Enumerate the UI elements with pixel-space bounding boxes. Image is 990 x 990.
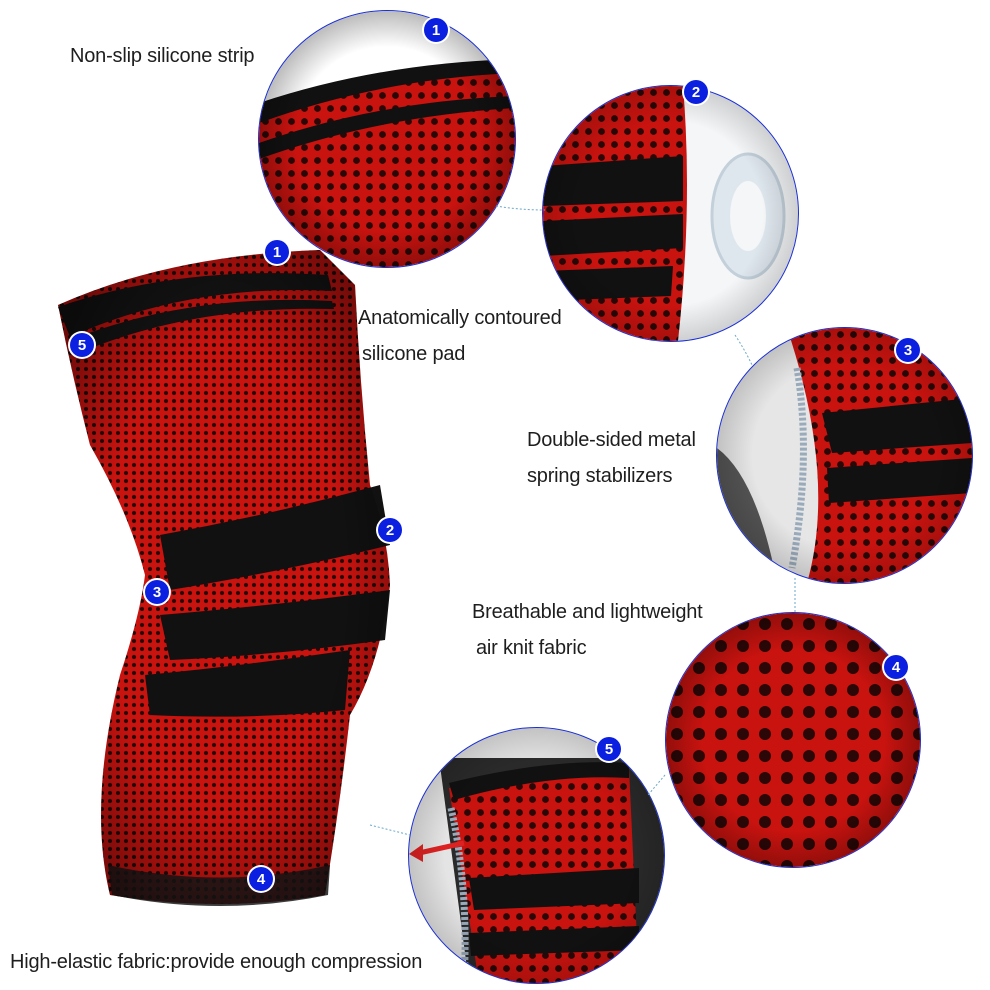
badge-3-sleeve: 3 (145, 580, 169, 604)
label-elastic-fabric: High-elastic fabric:provide enough compr… (10, 951, 423, 973)
label-silicone-pad-line1: Anatomically contoured (358, 307, 562, 329)
label-spring-line1: Double-sided metal (527, 429, 696, 451)
label-spring-line2: spring stabilizers (527, 465, 673, 487)
badge-5-detail: 5 (597, 737, 621, 761)
badge-1-detail: 1 (424, 18, 448, 42)
label-silicone-pad-line2: silicone pad (362, 343, 466, 365)
detail-circle-silicone-strip (258, 10, 516, 268)
badge-1-sleeve: 1 (265, 240, 289, 264)
badge-4-detail: 4 (884, 655, 908, 679)
badge-2-detail: 2 (684, 80, 708, 104)
label-breathable-line1: Breathable and lightweight (472, 601, 703, 623)
badge-4-sleeve: 4 (249, 867, 273, 891)
detail-circle-elastic-fabric (408, 727, 665, 984)
detail-circle-breathable-fabric (665, 612, 921, 868)
knee-sleeve-image (50, 245, 410, 925)
detail-circle-spring-stabilizers (716, 327, 973, 584)
badge-5-sleeve: 5 (70, 333, 94, 357)
badge-2-sleeve: 2 (378, 518, 402, 542)
detail-circle-silicone-pad (542, 85, 799, 342)
badge-3-detail: 3 (896, 338, 920, 362)
label-silicone-strip: Non-slip silicone strip (70, 45, 255, 67)
label-breathable-line2: air knit fabric (476, 637, 587, 659)
